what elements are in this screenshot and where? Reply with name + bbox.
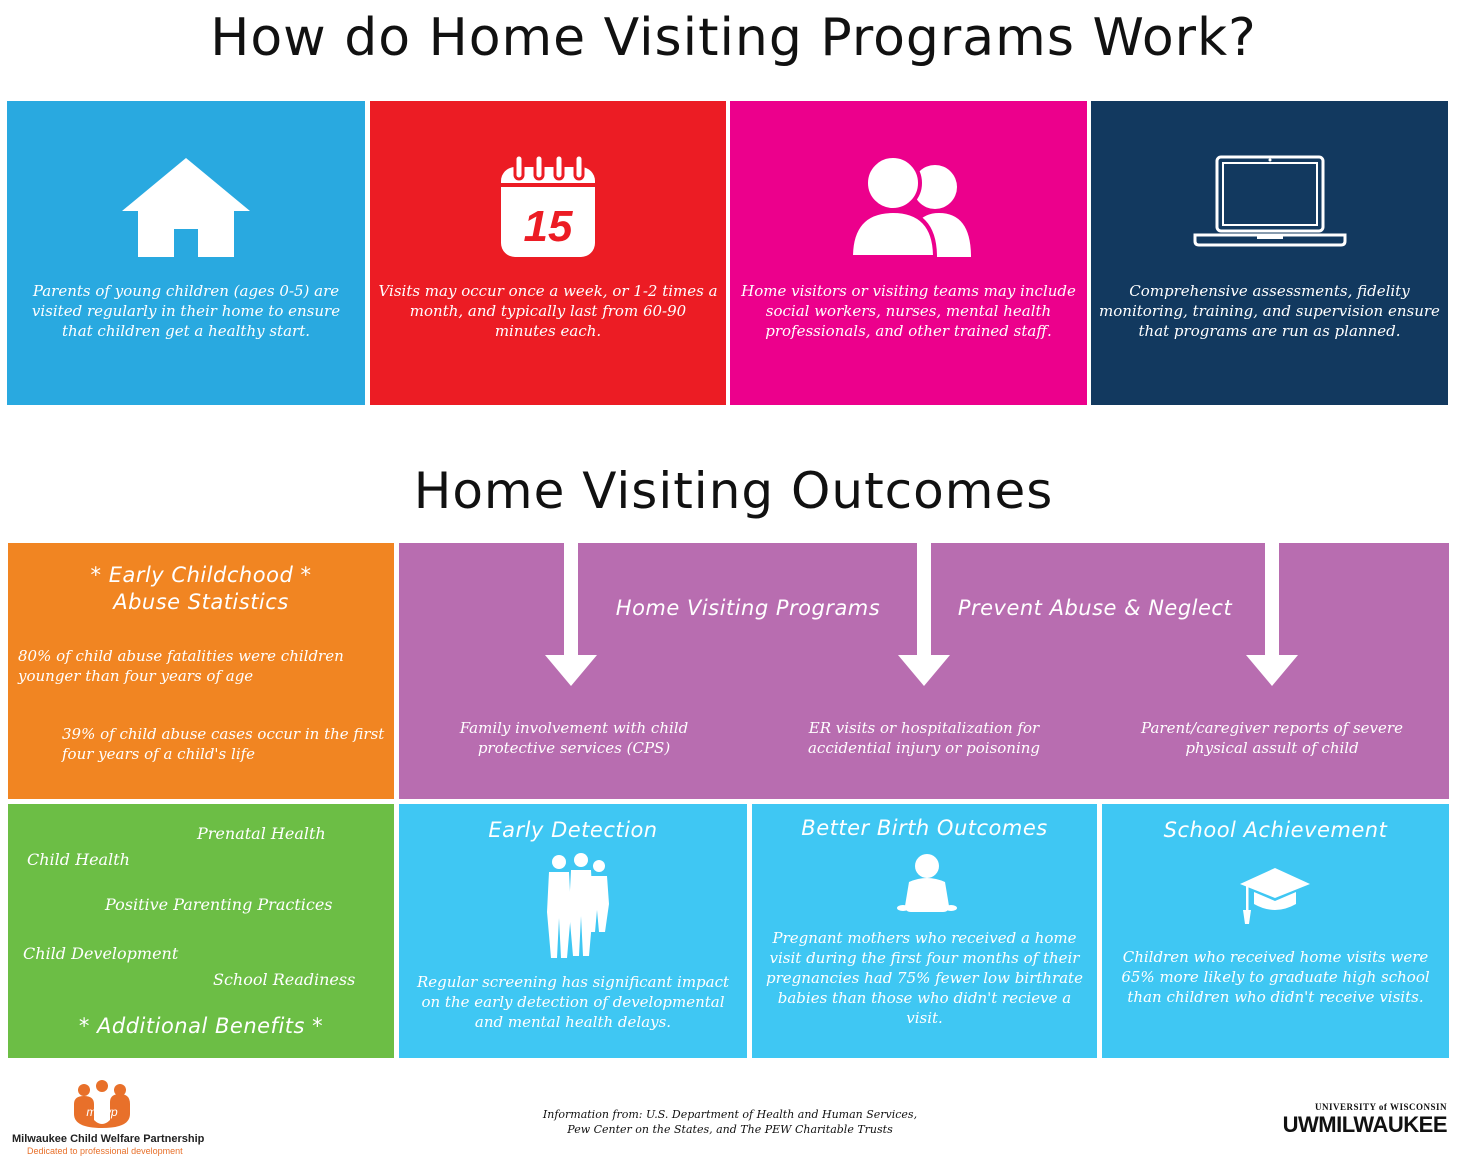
arrow-head-icon xyxy=(1246,655,1298,686)
source-info-line1: Information from: U.S. Department of Hea… xyxy=(542,1108,918,1121)
arrow-down-icon xyxy=(917,543,931,655)
prevention-item-er: ER visits or hospitalization for acciden… xyxy=(807,719,1041,757)
baby-icon xyxy=(897,854,957,912)
school-achievement-title: School Achievement xyxy=(1163,818,1388,842)
arrow-down-icon xyxy=(564,543,578,655)
assessment-text: Comprehensive assessments, fidelity moni… xyxy=(1099,282,1440,340)
page-title: How do Home Visiting Programs Work? xyxy=(210,8,1257,68)
family-silhouette-icon xyxy=(547,853,609,958)
birth-outcomes-panel: Better Birth Outcomes Pregnant mothers w… xyxy=(752,804,1097,1058)
uwm-logo: UWMILWAUKEE xyxy=(1282,1112,1448,1137)
prevention-panel: Home Visiting Programs Prevent Abuse & N… xyxy=(399,543,1449,799)
mcwp-org-name: Milwaukee Child Welfare Partnership xyxy=(12,1133,205,1145)
benefit-child-health: Child Health xyxy=(27,850,130,869)
people-icon xyxy=(848,154,971,259)
home-visits-panel: Parents of young children (ages 0-5) are… xyxy=(7,101,365,405)
calendar-day: 15 xyxy=(524,202,573,251)
visit-frequency-text: Visits may occur once a week, or 1-2 tim… xyxy=(378,282,718,340)
home-visits-text: Parents of young children (ages 0-5) are… xyxy=(31,282,341,340)
benefit-positive-parenting: Positive Parenting Practices xyxy=(105,895,333,914)
source-info-line2: Pew Center on the States, and The PEW Ch… xyxy=(567,1123,893,1136)
early-detection-panel: Early Detection Regular screening has si… xyxy=(399,804,747,1058)
mcwp-logo-icon: mcwp xyxy=(74,1080,130,1128)
mcwp-tagline: Dedicated to professional development xyxy=(27,1146,183,1156)
prevention-item-cps: Family involvement with child protective… xyxy=(459,719,689,757)
prevention-arrows xyxy=(545,543,1298,686)
benefit-school-readiness: School Readiness xyxy=(213,970,356,989)
visiting-team-panel: Home visitors or visiting teams may incl… xyxy=(730,101,1087,405)
birth-outcomes-text: Pregnant mothers who received a home vis… xyxy=(766,929,1083,1027)
benefit-prenatal-health: Prenatal Health xyxy=(197,824,326,843)
benefit-child-development: Child Development xyxy=(23,944,179,963)
uwm-university-label: UNIVERSITY of WISCONSIN xyxy=(1314,1102,1447,1112)
abuse-stats-heading-line1: * Early Childchood * xyxy=(90,563,312,587)
arrow-head-icon xyxy=(898,655,950,686)
school-achievement-text: Children who received home visits were 6… xyxy=(1121,948,1430,1006)
additional-benefits-panel: Prenatal Health Child Health Positive Pa… xyxy=(8,804,394,1058)
graduation-cap-icon xyxy=(1240,868,1310,924)
arrow-down-icon xyxy=(1265,543,1279,655)
abuse-stats-heading-line2: Abuse Statistics xyxy=(113,590,289,614)
house-icon xyxy=(122,158,250,257)
prevention-label-left: Home Visiting Programs xyxy=(615,596,881,620)
outcomes-title: Home Visiting Outcomes xyxy=(413,462,1054,520)
visit-frequency-panel: 15 Visits may occur once a week, or 1-2 … xyxy=(370,101,726,405)
school-achievement-panel: School Achievement Children who received… xyxy=(1102,804,1449,1058)
early-detection-text: Regular screening has significant impact… xyxy=(416,973,730,1031)
abuse-stat-fatalities: 80% of child abuse fatalities were child… xyxy=(18,647,344,685)
mcwp-logo-text: mcwp xyxy=(86,1105,118,1119)
abuse-stat-cases: 39% of child abuse cases occur in the fi… xyxy=(62,725,385,763)
arrow-head-icon xyxy=(545,655,597,686)
visiting-team-text: Home visitors or visiting teams may incl… xyxy=(741,282,1076,340)
early-detection-title: Early Detection xyxy=(488,818,658,842)
assessment-panel: Comprehensive assessments, fidelity moni… xyxy=(1091,101,1448,405)
additional-benefits-heading: * Additional Benefits * xyxy=(78,1014,324,1038)
source-info: Information from: U.S. Department of Hea… xyxy=(430,1107,1030,1137)
birth-outcomes-title: Better Birth Outcomes xyxy=(801,816,1048,840)
laptop-icon xyxy=(1193,155,1346,247)
prevention-label-right: Prevent Abuse & Neglect xyxy=(957,596,1233,620)
abuse-statistics-panel: * Early Childchood * Abuse Statistics 80… xyxy=(8,543,394,799)
calendar-icon: 15 xyxy=(501,153,595,257)
prevention-item-assault: Parent/caregiver reports of severe physi… xyxy=(1141,719,1403,757)
